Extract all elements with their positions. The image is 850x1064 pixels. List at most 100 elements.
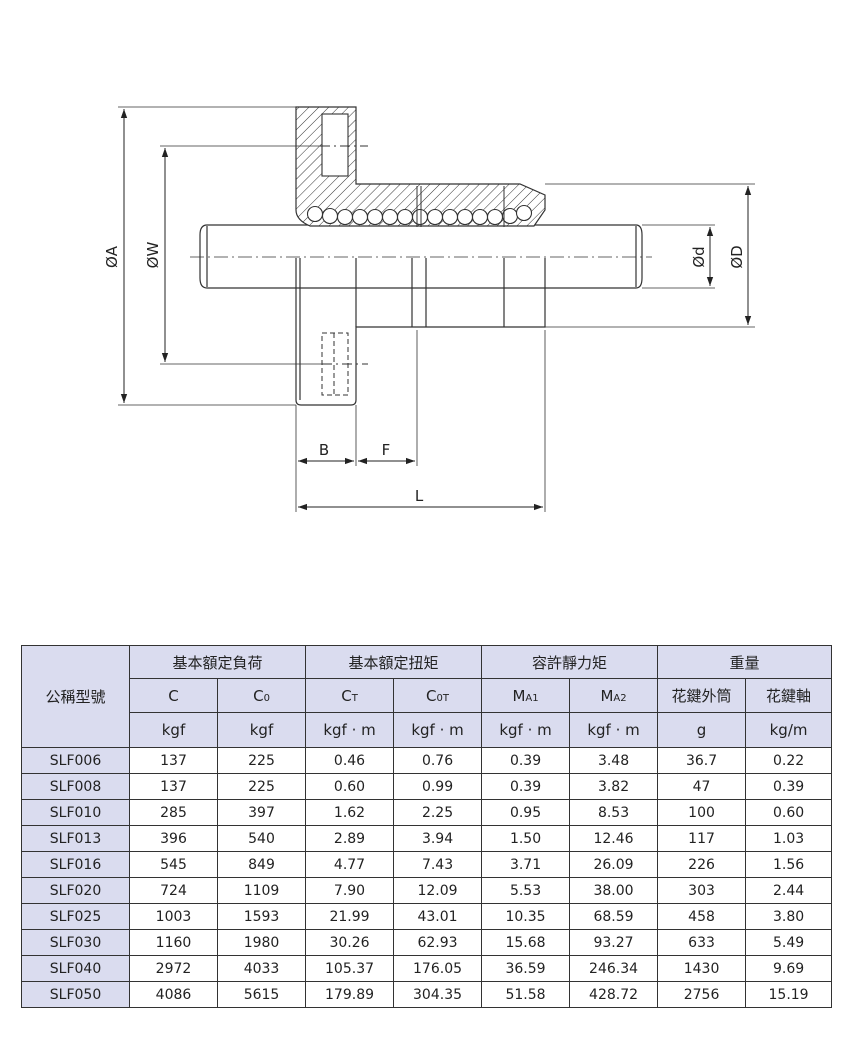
value-cell: 26.09 <box>569 851 659 878</box>
header-symbol-CT: CT <box>305 678 395 713</box>
value-cell: 0.76 <box>393 747 483 774</box>
value-cell: 179.89 <box>305 981 395 1008</box>
header-symbol-C0: C0 <box>216 678 307 713</box>
value-cell: 226 <box>657 851 747 878</box>
header-symbol-C0T: C0T <box>393 678 483 713</box>
value-cell: 545 <box>129 851 218 878</box>
model-cell: SLF013 <box>21 825 130 852</box>
value-cell: 8.53 <box>569 799 659 826</box>
value-cell: 30.26 <box>305 929 395 956</box>
value-cell: 105.37 <box>305 955 395 982</box>
header-symbol-C: C <box>129 678 218 713</box>
nut-section-hatched <box>295 106 546 227</box>
header-unit: kgf · m <box>305 712 395 748</box>
value-cell: 4.77 <box>305 851 395 878</box>
ball-row <box>306 204 533 226</box>
flange-bolt-hole-upper <box>320 113 368 177</box>
value-cell: 36.7 <box>657 747 747 774</box>
value-cell: 12.09 <box>393 877 483 904</box>
value-cell: 246.34 <box>569 955 659 982</box>
value-cell: 68.59 <box>569 903 659 930</box>
value-cell: 1980 <box>216 929 307 956</box>
dimension-lines <box>120 109 752 511</box>
value-cell: 4033 <box>216 955 307 982</box>
value-cell: 0.46 <box>305 747 395 774</box>
value-cell: 540 <box>216 825 307 852</box>
header-unit: kgf · m <box>393 712 483 748</box>
value-cell: 1.50 <box>481 825 571 852</box>
value-cell: 285 <box>129 799 218 826</box>
value-cell: 9.69 <box>745 955 833 982</box>
header-symbol-nut: 花鍵外筒 <box>657 678 747 713</box>
header-group-weight: 重量 <box>657 645 833 679</box>
header-group-moment: 容許靜力矩 <box>481 645 659 679</box>
header-model: 公稱型號 <box>21 645 130 748</box>
value-cell: 2.89 <box>305 825 395 852</box>
header-group-torque: 基本額定扭矩 <box>305 645 483 679</box>
value-cell: 100 <box>657 799 747 826</box>
value-cell: 225 <box>216 747 307 774</box>
value-cell: 10.35 <box>481 903 571 930</box>
header-group-load: 基本額定負荷 <box>128 645 307 679</box>
value-cell: 1003 <box>129 903 218 930</box>
spec-table: 公稱型號 基本額定負荷 基本額定扭矩 容許靜力矩 重量 C C0 CT C0T … <box>21 645 833 1008</box>
value-cell: 2972 <box>129 955 218 982</box>
model-cell: SLF010 <box>21 799 130 826</box>
value-cell: 0.60 <box>745 799 833 826</box>
value-cell: 5615 <box>216 981 307 1008</box>
value-cell: 724 <box>129 877 218 904</box>
model-cell: SLF020 <box>21 877 130 904</box>
value-cell: 1109 <box>216 877 307 904</box>
value-cell: 633 <box>657 929 747 956</box>
value-cell: 5.49 <box>745 929 833 956</box>
value-cell: 137 <box>129 773 218 800</box>
value-cell: 304.35 <box>393 981 483 1008</box>
value-cell: 0.22 <box>745 747 833 774</box>
value-cell: 1593 <box>216 903 307 930</box>
value-cell: 0.99 <box>393 773 483 800</box>
nut-outline-lower <box>295 186 546 406</box>
value-cell: 137 <box>129 747 218 774</box>
value-cell: 458 <box>657 903 747 930</box>
model-cell: SLF016 <box>21 851 130 878</box>
value-cell: 4086 <box>129 981 218 1008</box>
header-unit: kgf · m <box>481 712 571 748</box>
dim-label-phid: Ød <box>690 246 708 267</box>
header-unit: g <box>657 712 747 748</box>
value-cell: 0.60 <box>305 773 395 800</box>
value-cell: 36.59 <box>481 955 571 982</box>
value-cell: 12.46 <box>569 825 659 852</box>
value-cell: 15.19 <box>745 981 833 1008</box>
model-cell: SLF030 <box>21 929 130 956</box>
model-cell: SLF025 <box>21 903 130 930</box>
value-cell: 93.27 <box>569 929 659 956</box>
value-cell: 1.03 <box>745 825 833 852</box>
header-symbol-shaft: 花鍵軸 <box>745 678 833 713</box>
value-cell: 1160 <box>129 929 218 956</box>
value-cell: 0.39 <box>745 773 833 800</box>
value-cell: 7.90 <box>305 877 395 904</box>
model-cell: SLF006 <box>21 747 130 774</box>
value-cell: 47 <box>657 773 747 800</box>
value-cell: 0.95 <box>481 799 571 826</box>
value-cell: 0.39 <box>481 747 571 774</box>
spline-shaft <box>199 224 643 289</box>
value-cell: 1.62 <box>305 799 395 826</box>
dim-label-phiA: ØA <box>103 245 121 268</box>
extension-lines <box>118 106 755 512</box>
value-cell: 2.25 <box>393 799 483 826</box>
value-cell: 1.56 <box>745 851 833 878</box>
value-cell: 5.53 <box>481 877 571 904</box>
header-unit: kgf <box>129 712 218 748</box>
value-cell: 849 <box>216 851 307 878</box>
value-cell: 3.80 <box>745 903 833 930</box>
value-cell: 117 <box>657 825 747 852</box>
dim-label-B: B <box>319 441 329 459</box>
